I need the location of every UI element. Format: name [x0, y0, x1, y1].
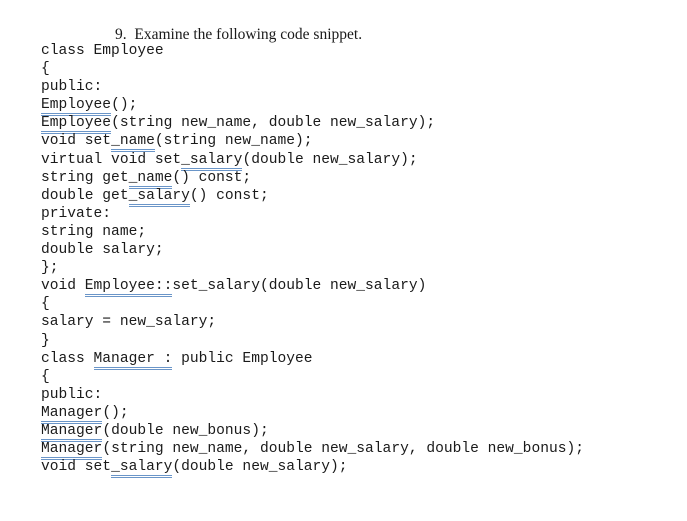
spellcheck-underlined-text: _salary — [111, 459, 173, 479]
code-text: double salary; — [41, 242, 164, 259]
code-text: () const; — [189, 187, 269, 204]
spellcheck-underlined-text: Manager — [41, 404, 103, 424]
code-line: Manager(double new_bonus); — [41, 422, 584, 442]
code-text: (double new_salary); — [242, 151, 418, 168]
code-line: double salary; — [41, 241, 584, 259]
code-text: (double new_salary); — [172, 459, 348, 476]
spellcheck-underlined-text: _name — [111, 133, 155, 153]
code-line: { — [41, 60, 584, 78]
code-line: Employee(); — [41, 96, 584, 117]
code-text: { — [41, 61, 50, 78]
code-text: } — [41, 332, 50, 349]
code-line: salary = new_salary; — [41, 313, 584, 331]
question-heading: 9. Examine the following code snippet. — [115, 26, 363, 43]
code-line: }; — [41, 259, 584, 277]
code-text: class — [41, 350, 94, 367]
code-text: { — [41, 296, 50, 313]
code-snippet: class Employee{public:Employee();Employe… — [41, 42, 584, 479]
code-text: double get — [41, 187, 129, 204]
code-line: void Employee::set_salary(double new_sal… — [41, 277, 584, 298]
code-text: public: — [41, 386, 103, 403]
code-text: public: — [41, 79, 103, 96]
code-line: string name; — [41, 223, 584, 241]
code-text: void set — [41, 133, 112, 150]
code-line: Employee(string new_name, double new_sal… — [41, 114, 584, 135]
code-line: { — [41, 295, 584, 313]
code-line: class Manager : public Employee — [41, 350, 584, 370]
spellcheck-underlined-text: Employee — [41, 97, 112, 117]
spellcheck-underlined-text: Manager — [41, 422, 103, 442]
code-text: (string new_name, double new_salary); — [111, 115, 436, 132]
code-text: (string new_name); — [154, 133, 313, 150]
code-line: Manager(); — [41, 404, 584, 424]
code-text: (); — [111, 97, 138, 114]
code-text: virtual void set — [41, 151, 182, 168]
spellcheck-underlined-text: Employee — [41, 115, 112, 135]
code-text: (double new_bonus); — [102, 422, 269, 439]
code-text: string name; — [41, 223, 147, 240]
code-line: class Employee — [41, 42, 584, 60]
code-text: private: — [41, 205, 112, 222]
code-line: string get_name() const; — [41, 169, 584, 189]
code-text: salary = new_salary; — [41, 314, 217, 331]
code-line: void set_name(string new_name); — [41, 132, 584, 153]
spellcheck-underlined-text: _salary — [128, 187, 190, 207]
code-text: (); — [102, 404, 129, 421]
code-line: virtual void set_salary(double new_salar… — [41, 151, 584, 171]
code-line: public: — [41, 78, 584, 96]
code-text: class Employee — [41, 43, 164, 59]
spellcheck-underlined-text: _name — [128, 169, 173, 189]
code-line: public: — [41, 386, 584, 404]
code-text: { — [41, 368, 50, 385]
code-text: }; — [41, 260, 59, 277]
spellcheck-underlined-text: Manager : — [93, 350, 173, 370]
code-line: } — [41, 332, 584, 350]
code-text: set_salary(double new_salary) — [172, 278, 427, 295]
code-line: Manager(string new_name, double new_sala… — [41, 440, 584, 461]
code-text: () const; — [172, 169, 252, 186]
spellcheck-underlined-text: Employee:: — [84, 278, 173, 298]
spellcheck-underlined-text: Manager — [41, 441, 103, 461]
code-text: (string new_name, double new_salary, dou… — [102, 441, 584, 458]
code-line: private: — [41, 205, 584, 223]
code-line: double get_salary() const; — [41, 187, 584, 207]
code-text: string get — [41, 169, 129, 186]
spellcheck-underlined-text: _salary — [181, 151, 243, 171]
code-text: void set — [41, 459, 112, 476]
code-text: public Employee — [172, 350, 313, 367]
code-line: { — [41, 368, 584, 386]
code-text: void — [41, 278, 85, 295]
code-line: void set_salary(double new_salary); — [41, 458, 584, 479]
